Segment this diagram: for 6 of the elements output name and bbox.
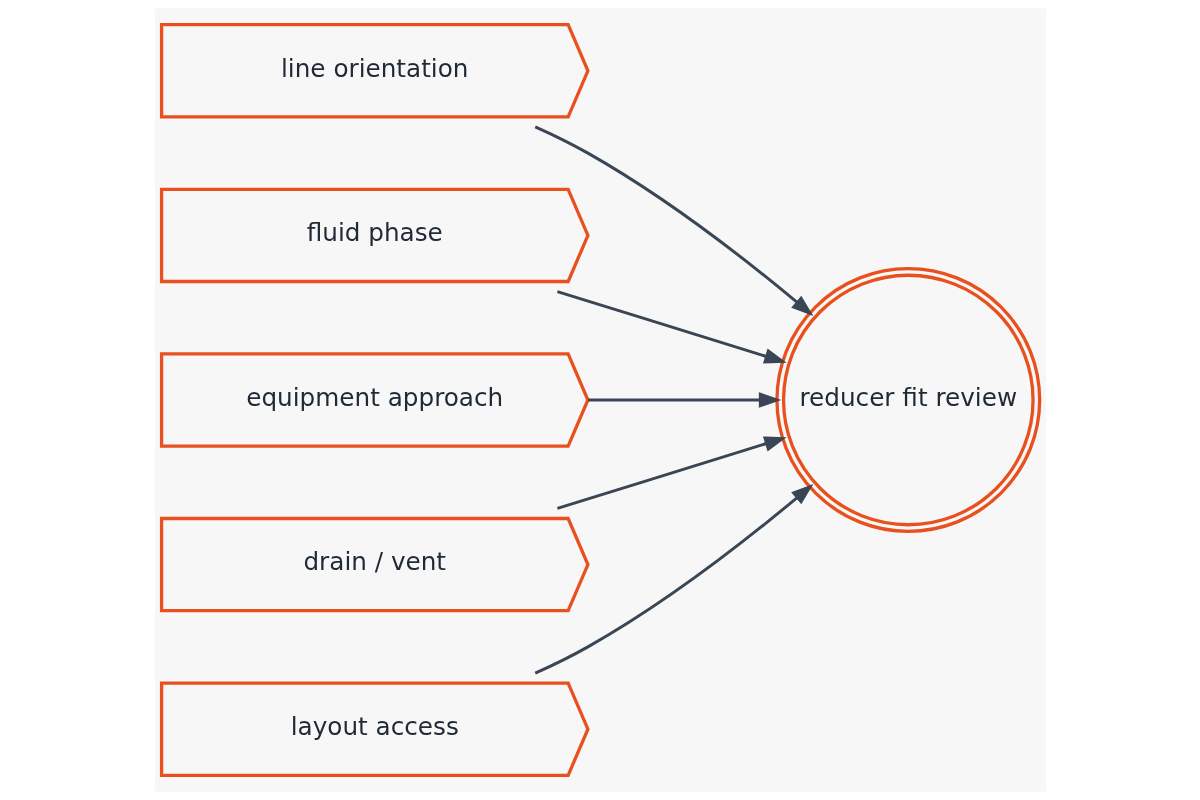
arrow <box>556 436 787 510</box>
arrow <box>534 483 813 675</box>
arrow <box>556 290 787 364</box>
node-circle: reducer fit review <box>774 267 1041 533</box>
arrow <box>587 392 781 408</box>
arrow <box>534 125 813 317</box>
